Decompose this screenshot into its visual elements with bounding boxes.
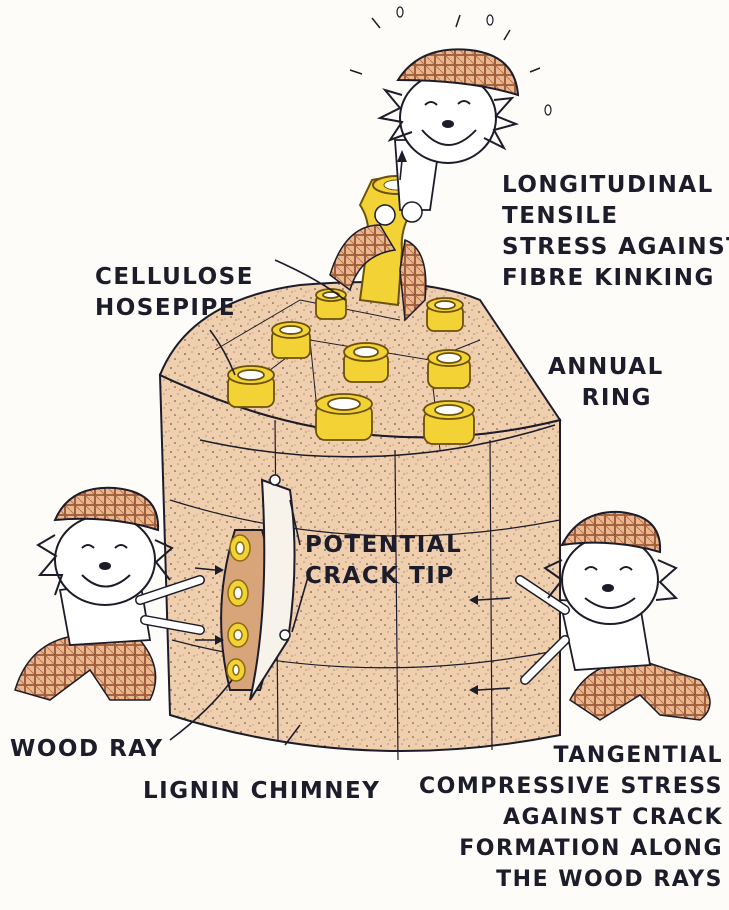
arrow-up (399, 159, 403, 181)
label-tangential-line: THE WOOD RAYS (496, 867, 723, 892)
label-longitudinal-line: STRESS AGAINST (502, 234, 729, 260)
crack-tip-top (269, 474, 281, 486)
crack-tubes (226, 534, 251, 682)
label-tangential-line: AGAINST CRACK (502, 805, 723, 830)
label-crack-line: CRACK TIP (305, 563, 455, 589)
character-top-cap (396, 48, 520, 97)
label-longitudinal: LONGITUDINAL TENSILE STRESS AGAINST FIBR… (502, 170, 729, 294)
label-wood-ray-text: WOOD RAY (10, 736, 164, 762)
label-cellulose-line: CELLULOSE (95, 264, 254, 290)
arrow-right-1 (477, 597, 511, 601)
label-annual-line: ANNUAL (548, 354, 664, 380)
crack-tip-bottom (279, 629, 291, 641)
character-left (14, 486, 205, 701)
label-tangential-line: FORMATION ALONG (459, 836, 723, 861)
label-wood-ray: WOOD RAY (10, 734, 164, 765)
character-left-head (54, 514, 156, 606)
character-right-head (561, 535, 659, 625)
leader-woodray (169, 679, 233, 741)
cellulose-tubes (227, 288, 475, 445)
label-crack-line: POTENTIAL (305, 532, 463, 558)
arrow-left-1 (194, 567, 216, 571)
arrow-right-2 (477, 687, 511, 691)
label-annual-ring: ANNUAL RING (548, 352, 664, 414)
character-right (515, 510, 711, 721)
leader-lignin (284, 724, 301, 746)
label-tangential: TANGENTIAL COMPRESSIVE STRESS AGAINST CR… (419, 740, 723, 895)
arrow-heads (215, 150, 478, 695)
label-lignin-chimney: LIGNIN CHIMNEY (143, 776, 380, 807)
leader-longitudinal (274, 259, 346, 301)
annual-ring-line (199, 424, 556, 458)
label-lignin-text: LIGNIN CHIMNEY (143, 778, 381, 804)
leader-cellulose (209, 329, 236, 376)
label-longitudinal-line: FIBRE KINKING (502, 265, 715, 291)
leader-crack (289, 499, 301, 546)
label-potential-crack-tip: POTENTIAL CRACK TIP (305, 530, 462, 592)
label-cellulose-hosepipe: CELLULOSE HOSEPIPE (95, 262, 254, 324)
label-longitudinal-line: TENSILE (502, 203, 619, 229)
label-longitudinal-line: LONGITUDINAL (502, 172, 714, 198)
label-tangential-line: TANGENTIAL (553, 743, 723, 768)
label-tangential-line: COMPRESSIVE STRESS (419, 774, 723, 799)
label-cellulose-line: HOSEPIPE (95, 295, 237, 321)
leader-lines (169, 159, 511, 746)
leader-crack-2 (291, 569, 311, 633)
character-top (329, 6, 552, 322)
crack-flap (249, 478, 296, 701)
label-annual-line: RING (581, 385, 653, 411)
